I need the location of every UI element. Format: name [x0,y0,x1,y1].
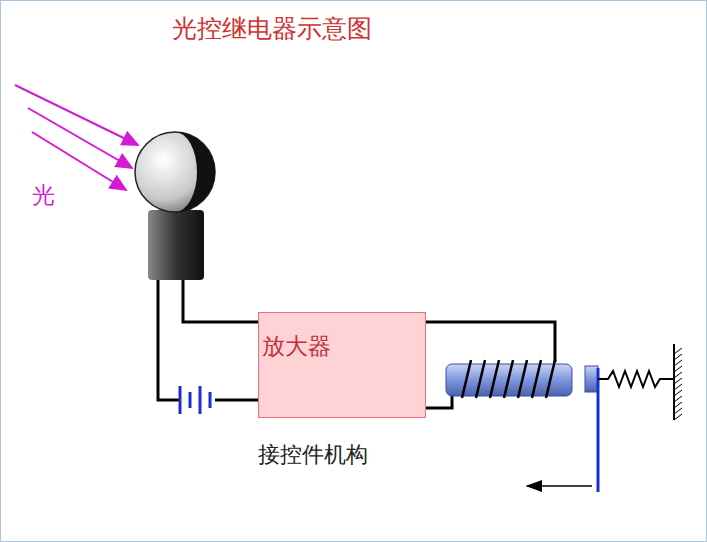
box-label: 放大器 [259,313,425,362]
diagram-title: 光控继电器示意图 [172,12,372,45]
armature [585,366,674,492]
battery-symbol [180,386,210,414]
light-rays [15,85,138,190]
motion-arrow [527,485,592,487]
part-label: 光 [32,180,55,211]
part-label: 接控件机构 [258,440,368,470]
electromagnet-coil [446,360,572,398]
wall [674,344,682,420]
photocell [135,132,215,280]
amplifier-box: 放大器 [258,312,426,418]
